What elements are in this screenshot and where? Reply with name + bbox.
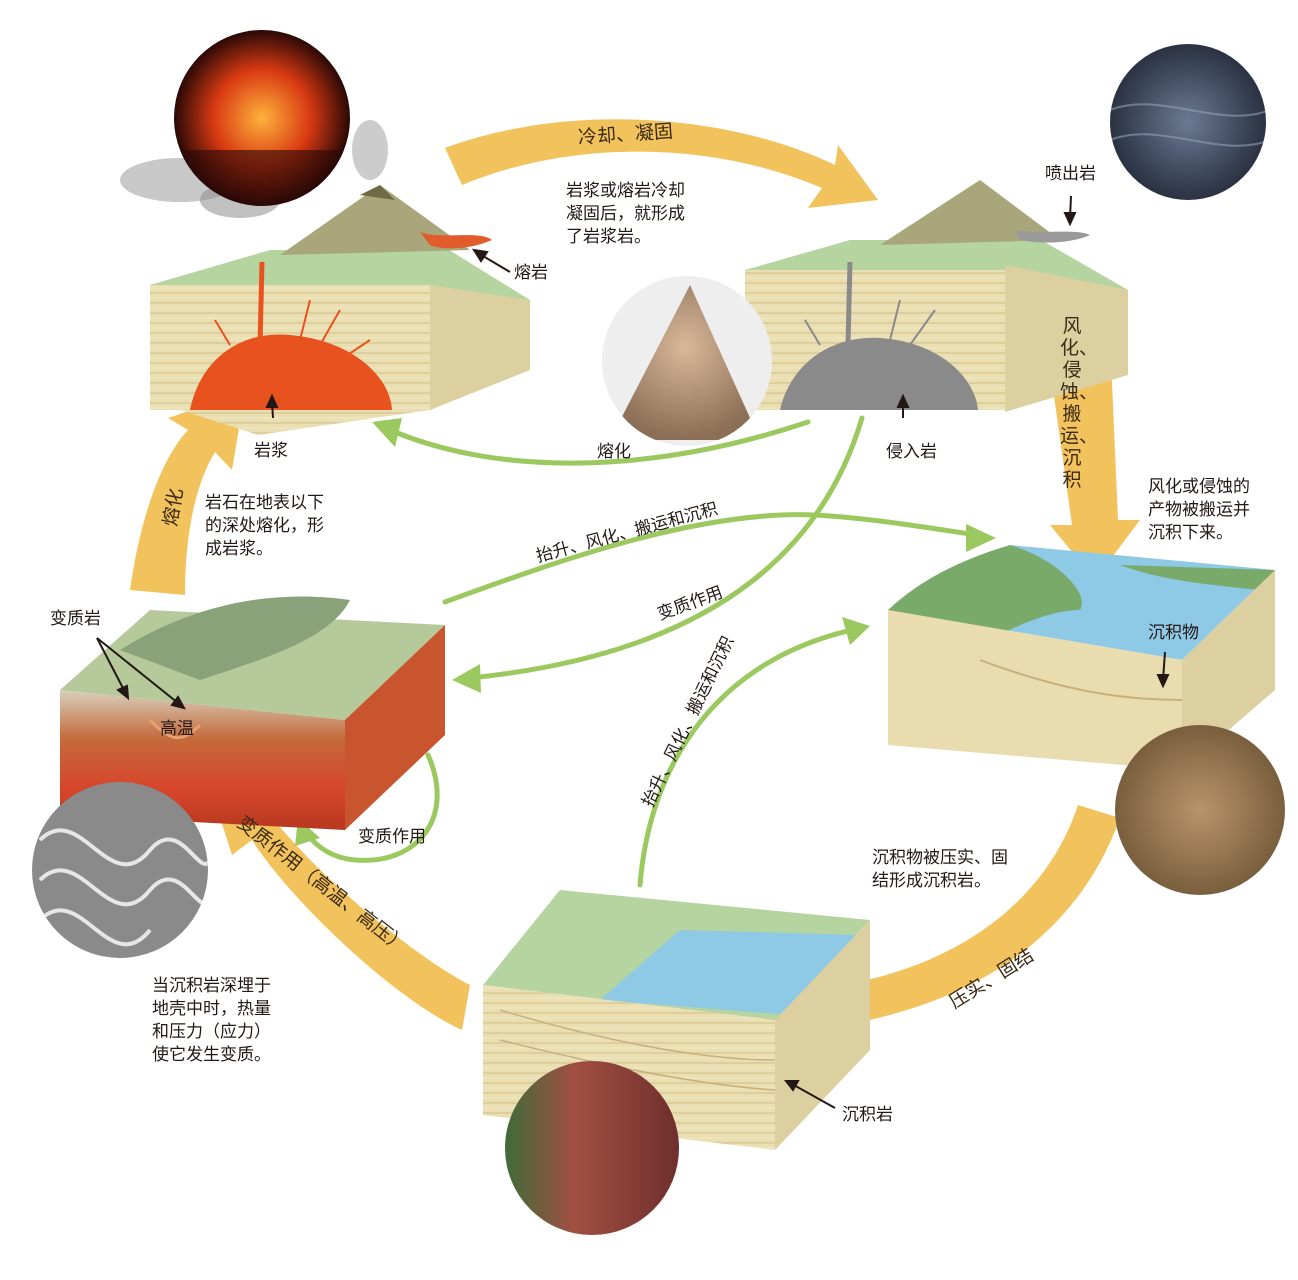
metamorphism-loop-arrow: [302, 752, 440, 863]
melting-desc-line: 的深处熔化，形: [205, 516, 324, 536]
cooling-arrow: [445, 119, 878, 208]
metamorphism-loop-label: 变质作用: [358, 827, 426, 847]
melting-arrow: [130, 392, 245, 595]
sediment-block: [888, 545, 1275, 770]
igneous-block: [745, 180, 1128, 412]
melting-description: 岩石在地表以下 的深处熔化，形 成岩浆。: [205, 492, 375, 561]
sediment-label: 沉积物: [1148, 623, 1199, 643]
high-temperature-label: 高温: [160, 719, 194, 739]
compaction-desc-line: 结形成沉积岩。: [872, 871, 991, 891]
gneiss-photo: [32, 782, 208, 958]
weathering-desc-line: 风化或侵蚀的: [1148, 477, 1250, 497]
melting-desc-line: 岩石在地表以下: [205, 493, 324, 513]
weathering-description: 风化或侵蚀的 产物被搬运并 沉积下来。: [1148, 476, 1288, 545]
metamorphism-desc-line: 和压力（应力）: [152, 1022, 271, 1042]
cooling-desc-line: 凝固后，就形成: [566, 204, 685, 224]
metamorphism-description: 当沉积岩深埋于 地壳中时，热量 和压力（应力） 使它发生变质。: [152, 975, 322, 1067]
uplift-upper-arrow: [442, 512, 973, 605]
metamorphism-main-arrow: [208, 780, 470, 1030]
melting-green-label: 熔化: [597, 442, 631, 462]
uplift-lower-arrow: [637, 627, 855, 888]
weathering-desc-line: 沉积下来。: [1148, 523, 1233, 543]
sandstone-cliff-photo: [505, 1061, 679, 1235]
melting-desc-line: 成岩浆。: [205, 539, 273, 559]
metamorphism-cross-arrow: [467, 415, 865, 681]
lava-label: 熔岩: [514, 263, 548, 283]
cooling-desc-line: 岩浆或熔岩冷却: [566, 181, 685, 201]
metamorphism-desc-line: 地壳中时，热量: [152, 999, 271, 1019]
compaction-desc-line: 沉积物被压实、固: [872, 848, 1008, 868]
melting-green-arrow: [392, 419, 811, 466]
intrusive-rock-label: 侵入岩: [886, 442, 937, 462]
magma-label: 岩浆: [254, 441, 288, 461]
sedimentary-rock-label: 沉积岩: [842, 1105, 893, 1125]
weathering-desc-line: 产物被搬运并: [1148, 500, 1250, 520]
metamorphism-desc-line: 使它发生变质。: [152, 1045, 271, 1065]
granite-peak-photo: [602, 276, 772, 446]
extrusive-rock-label: 喷出岩: [1045, 164, 1096, 184]
weathering-arrow-label: 风化、侵蚀、搬运、沉积: [1060, 315, 1099, 491]
cooling-desc-line: 了岩浆岩。: [566, 227, 651, 247]
uplift-lower-label: 抬升、风化、搬运和沉积: [639, 633, 739, 810]
metamorphism-desc-line: 当沉积岩深埋于: [152, 976, 271, 996]
sand-photo: [1115, 725, 1285, 895]
uplift-upper-label: 抬升、风化、搬运和沉积: [534, 499, 720, 567]
lava-field-photo: [1110, 44, 1266, 200]
metamorphic-rock-label: 变质岩: [50, 609, 101, 629]
compaction-description: 沉积物被压实、固 结形成沉积岩。: [872, 847, 1062, 893]
cooling-description: 岩浆或熔岩冷却 凝固后，就形成 了岩浆岩。: [566, 180, 736, 249]
volcano-block: [120, 120, 530, 435]
